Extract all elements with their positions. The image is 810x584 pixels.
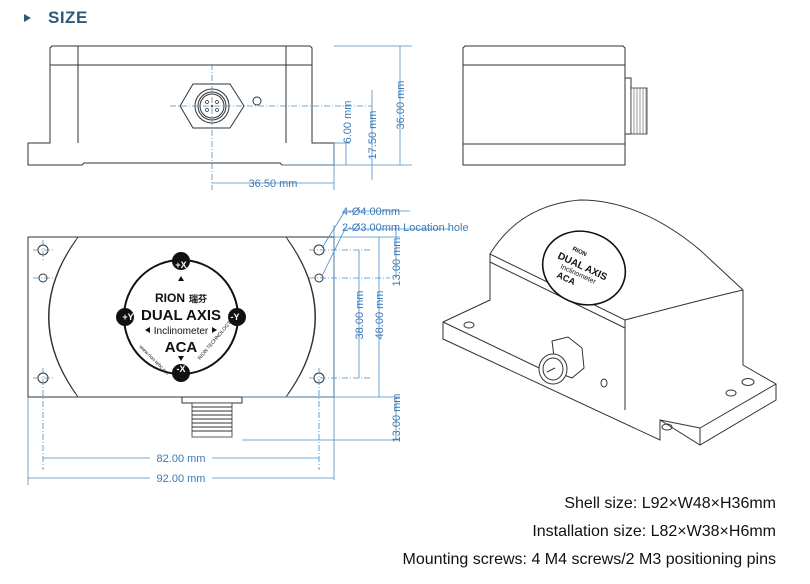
top-view: +X -X +Y -Y RION 瑞芬 DUAL AXIS Inclinomet…: [27, 206, 469, 485]
dim-length: 92.00 mm: [157, 473, 206, 485]
mount-holes: [33, 240, 390, 470]
dim-flange-height: 6.00 mm: [342, 101, 354, 144]
connector-hex-nut: [179, 83, 245, 129]
side-view: [462, 45, 648, 166]
callout-mount-holes: 4-Ø4.00mm: [342, 206, 400, 218]
vent-hole: [252, 96, 262, 106]
spec-installation-size: Installation size: L82×W38×H6mm: [532, 523, 776, 540]
axis-label-right: -Y: [231, 312, 240, 322]
label-line2: Inclinometer: [154, 326, 209, 337]
triangle-right-icon: [24, 14, 31, 22]
svg-text:RION: RION: [571, 246, 587, 258]
dim-top-offset: 13.00 mm: [391, 238, 403, 287]
axis-label-left: +Y: [122, 312, 133, 322]
specs-block: Shell size: L92×W48×H36mm Installation s…: [403, 490, 777, 574]
label-dial: +X -X +Y -Y RION 瑞芬 DUAL AXIS Inclinomet…: [116, 252, 246, 382]
connector-pin: [205, 100, 209, 104]
dim-hole-spacing-l: 82.00 mm: [157, 453, 206, 465]
section-title: SIZE: [48, 8, 88, 27]
side-connector-nut: [624, 77, 632, 135]
dim-connector-height: 17.50 mm: [367, 111, 379, 160]
dim-total-height: 36.00 mm: [395, 81, 407, 130]
label-line1: DUAL AXIS: [141, 307, 221, 324]
dim-width: 48.00 mm: [374, 291, 386, 340]
front-view: 36.50 mm 6.00 mm 17.50 mm 36.00 mm: [27, 45, 412, 190]
callout-location-holes: 2-Ø3.00mm Location hole: [342, 222, 469, 234]
spec-shell-size: Shell size: L92×W48×H36mm: [564, 495, 776, 512]
section-header: SIZE: [24, 8, 88, 28]
front-body-outline: [27, 45, 335, 166]
side-connector-thread: [630, 87, 648, 135]
iso-outline: [442, 199, 777, 446]
brand-logo: RION: [155, 291, 185, 305]
brand-cn: 瑞芬: [189, 293, 208, 304]
top-connector: [181, 396, 243, 438]
axis-label-top: +X: [175, 260, 186, 270]
dim-bottom-offset: 13.00 mm: [391, 394, 403, 443]
label-model: ACA: [165, 339, 198, 356]
axis-label-bottom: -X: [177, 364, 186, 374]
spec-mounting-screws: Mounting screws: 4 M4 screws/2 M3 positi…: [402, 551, 777, 568]
iso-connector: [538, 336, 608, 388]
dim-hole-spacing-w: 38.00 mm: [354, 291, 366, 340]
dim-connector-offset: 36.50 mm: [249, 178, 298, 190]
iso-label-dial: [541, 230, 627, 306]
side-body-outline: [462, 45, 626, 166]
iso-view: RION DUAL AXIS Inclinometer ACA: [442, 199, 777, 446]
